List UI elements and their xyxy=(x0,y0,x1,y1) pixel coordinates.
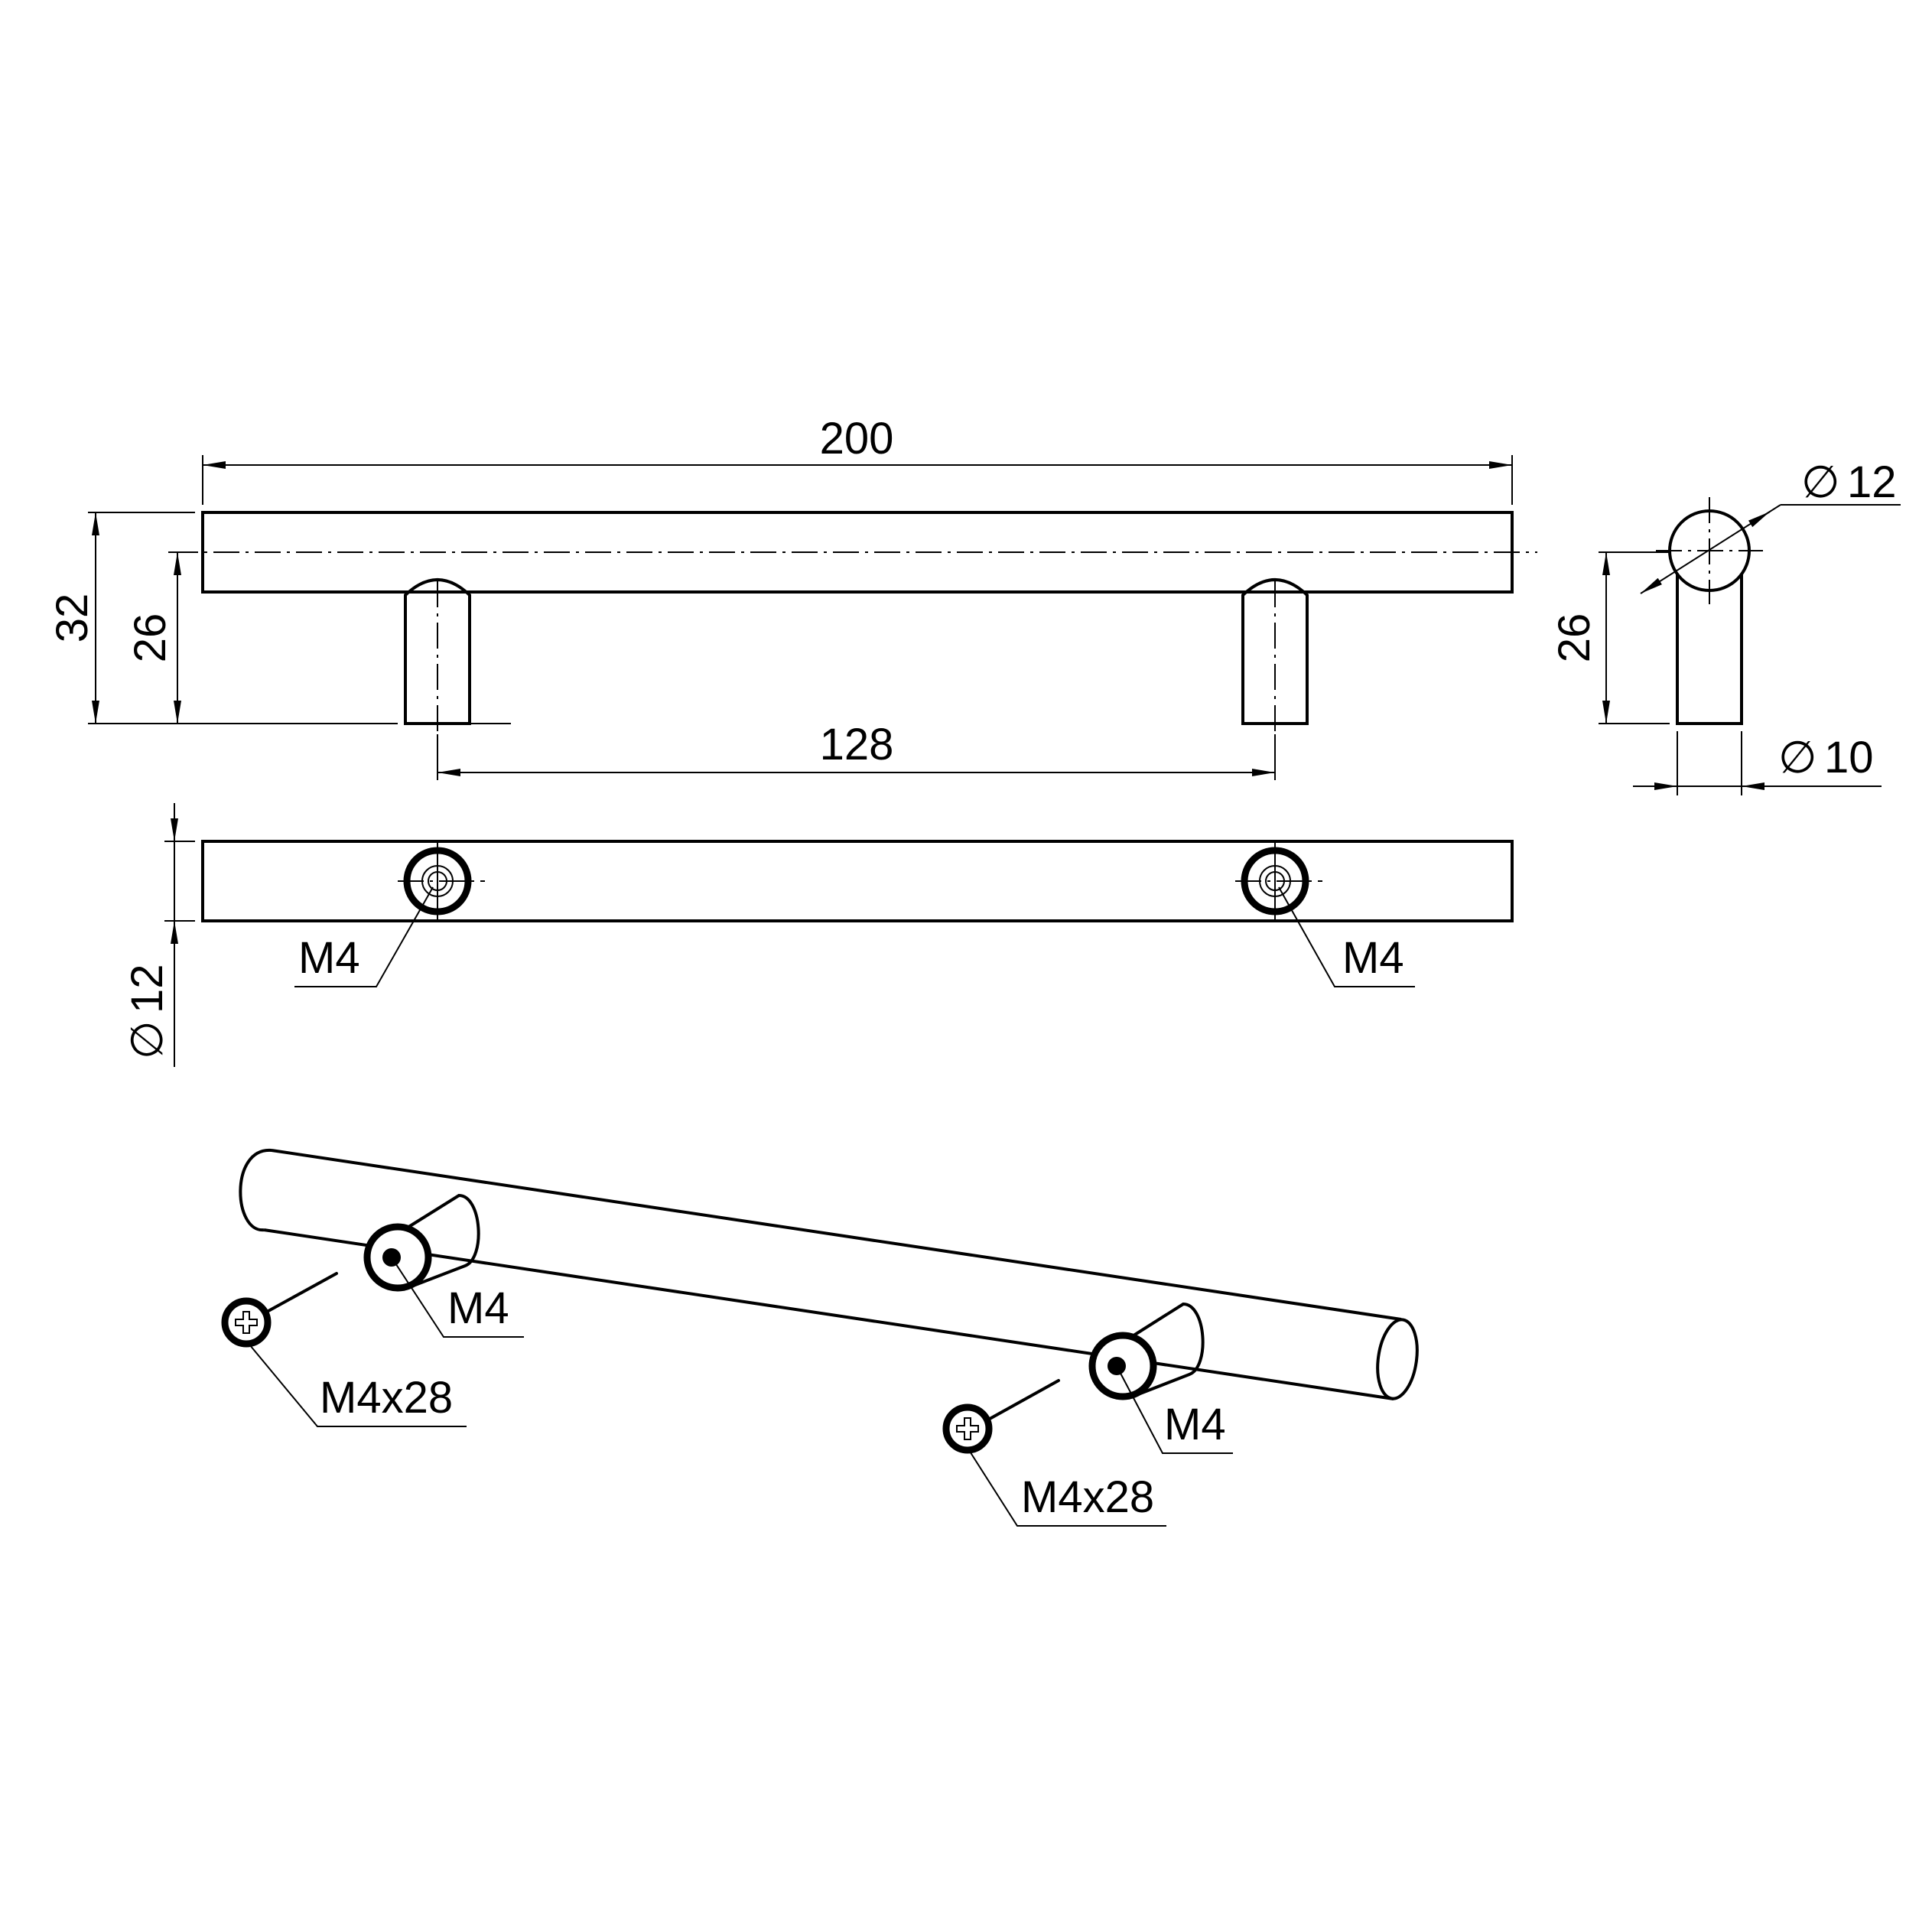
dia-symbol-1: ∅ xyxy=(1801,457,1840,507)
iso-left-leg xyxy=(363,1193,480,1292)
dim-hole-spacing-text: 128 xyxy=(820,720,894,769)
iso-left-screw-head xyxy=(221,1297,272,1348)
iso-right-leg xyxy=(1088,1302,1205,1400)
iso-thread-right-text: M4 xyxy=(1164,1400,1226,1449)
top-bar xyxy=(201,840,1514,922)
left-leg xyxy=(404,578,471,725)
dim-length-text: 200 xyxy=(820,414,894,463)
side-leg-diameter-text: 10 xyxy=(1824,733,1874,782)
iso-screw-left-text: M4x28 xyxy=(320,1373,453,1423)
dia-symbol-2: ∅ xyxy=(1778,733,1817,782)
top-thread-right-text: M4 xyxy=(1342,933,1404,983)
top-view: M4 M4 ∅ 12 xyxy=(122,803,1514,1067)
dia-symbol-3: ∅ xyxy=(122,1020,172,1059)
iso-thread-left-text: M4 xyxy=(447,1283,509,1333)
dim-height-text: 32 xyxy=(47,594,97,643)
top-thread-left-text: M4 xyxy=(298,933,360,983)
phillips-cross-icon xyxy=(235,1311,258,1334)
side-view: ∅ 12 26 ∅ 10 xyxy=(1550,457,1901,795)
side-bar-diameter-text: 12 xyxy=(1847,457,1897,507)
right-leg xyxy=(1241,578,1309,725)
front-view: 200 32 26 128 xyxy=(47,414,1537,780)
iso-right-screw-head xyxy=(942,1403,993,1454)
iso-bar-end xyxy=(1376,1318,1419,1400)
iso-left-screw xyxy=(221,1272,338,1348)
dim-leg-height-text: 26 xyxy=(125,613,175,663)
side-leg-height-text: 26 xyxy=(1550,613,1599,663)
iso-screw-right-text: M4x28 xyxy=(1021,1472,1154,1522)
iso-bar xyxy=(239,1148,1402,1400)
top-bar-diameter-text: 12 xyxy=(122,964,172,1013)
iso-right-screw xyxy=(942,1379,1060,1454)
phillips-cross-icon xyxy=(956,1417,979,1440)
isometric-view: M4 M4x28 M4 M4x28 xyxy=(221,1148,1419,1527)
